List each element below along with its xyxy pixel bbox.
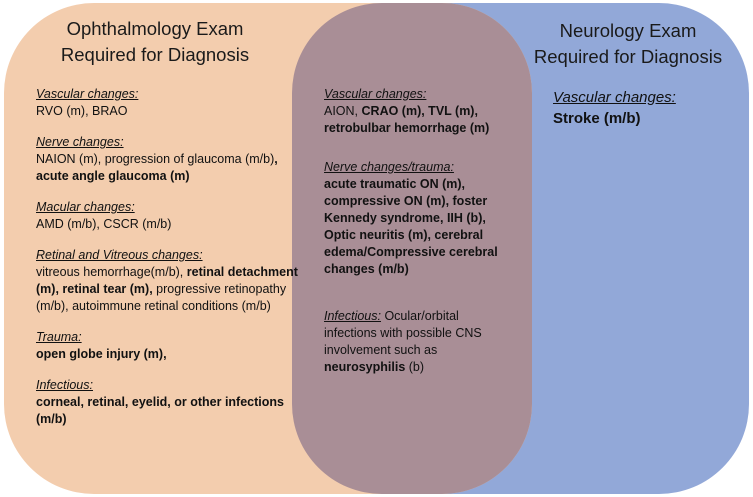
overlap-vascular-text: AION,	[324, 104, 362, 118]
neuro-vascular-title: Vascular changes:	[553, 89, 676, 106]
oph-trauma-bold: open globe injury (m),	[36, 347, 167, 361]
neurology-heading-line2: Required for Diagnosis	[533, 46, 723, 67]
ophthalmology-heading: Ophthalmology Exam Required for Diagnosi…	[20, 16, 290, 68]
overlap-vascular-section: Vascular changes: AION, CRAO (m), TVL (m…	[324, 86, 508, 137]
overlap-vascular-title: Vascular changes:	[324, 87, 427, 101]
ophthalmology-heading-line1: Ophthalmology Exam	[66, 18, 244, 39]
oph-nerve-bold: , acute angle glaucoma (m)	[36, 152, 278, 183]
oph-macular-section: Macular changes: AMD (m/b), CSCR (m/b)	[36, 199, 298, 233]
oph-retinal-section: Retinal and Vitreous changes: vitreous h…	[36, 247, 298, 315]
oph-nerve-title: Nerve changes:	[36, 135, 124, 149]
oph-trauma-section: Trauma: open globe injury (m),	[36, 329, 298, 363]
oph-vascular-section: Vascular changes: RVO (m), BRAO	[36, 86, 298, 120]
overlap-infectious-text2: (b)	[405, 360, 425, 374]
neurology-heading: Neurology Exam Required for Diagnosis	[528, 18, 728, 70]
overlap-region	[292, 3, 532, 494]
neuro-vascular-bold: Stroke (m/b)	[553, 110, 641, 127]
oph-vascular-title: Vascular changes:	[36, 87, 139, 101]
oph-macular-text: AMD (m/b), CSCR (m/b)	[36, 217, 172, 231]
oph-retinal-title: Retinal and Vitreous changes:	[36, 248, 203, 262]
oph-nerve-section: Nerve changes: NAION (m), progression of…	[36, 134, 298, 185]
oph-retinal-bold: retinal detachment (m), retinal tear (m)…	[36, 265, 298, 296]
overlap-nerve-bold: acute traumatic ON (m), compressive ON (…	[324, 177, 498, 276]
oph-trauma-title: Trauma:	[36, 330, 82, 344]
oph-vascular-text: RVO (m), BRAO	[36, 104, 128, 118]
neurology-heading-line1: Neurology Exam	[559, 20, 697, 41]
overlap-infectious-section: Infectious: Ocular/orbital infections wi…	[324, 308, 508, 376]
overlap-infectious-bold: neurosyphilis	[324, 360, 406, 374]
oph-infectious-section: Infectious: corneal, retinal, eyelid, or…	[36, 377, 298, 428]
overlap-vascular-bold: CRAO (m), TVL (m), retrobulbar hemorrhag…	[324, 104, 490, 135]
neurology-column: Vascular changes: Stroke (m/b)	[553, 88, 723, 130]
overlap-nerve-title: Nerve changes/trauma:	[324, 160, 454, 174]
ophthalmology-column: Vascular changes: RVO (m), BRAO Nerve ch…	[36, 86, 298, 442]
oph-retinal-text1: vitreous hemorrhage(m/b),	[36, 265, 187, 279]
overlap-infectious-title: Infectious:	[324, 309, 381, 323]
oph-infectious-title: Infectious:	[36, 378, 93, 392]
oph-infectious-bold: corneal, retinal, eyelid, or other infec…	[36, 395, 284, 426]
ophthalmology-heading-line2: Required for Diagnosis	[60, 44, 250, 65]
overlap-nerve-section: Nerve changes/trauma: acute traumatic ON…	[324, 159, 508, 278]
oph-retinal-text2: progressive retinopathy (m/b), autoimmun…	[36, 282, 287, 313]
overlap-column: Vascular changes: AION, CRAO (m), TVL (m…	[324, 86, 508, 390]
oph-nerve-text: NAION (m), progression of glaucoma (m/b)	[36, 152, 275, 166]
overlap-infectious-text1: Ocular/orbital infections with possible …	[324, 309, 482, 357]
oph-macular-title: Macular changes:	[36, 200, 135, 214]
